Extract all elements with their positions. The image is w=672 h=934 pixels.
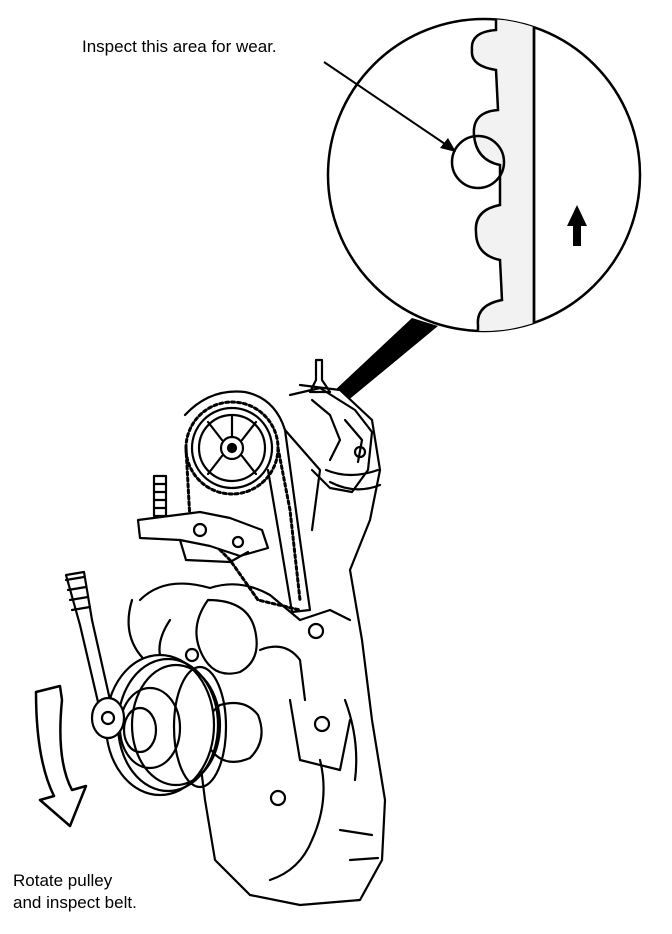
engine-illustration: [34, 358, 387, 907]
magnified-detail: [286, 17, 642, 440]
belt-tooth-profile: [470, 19, 536, 331]
arrow-up-icon: [567, 205, 587, 246]
wrench-tool: [64, 570, 126, 740]
timing-belt: [184, 446, 302, 612]
wear-area-circle: [450, 134, 506, 190]
rotate-callout-label: Rotate pulley and inspect belt.: [13, 870, 137, 914]
wear-leader-line: [323, 61, 449, 147]
curved-arrow-down-icon: [34, 684, 88, 828]
camshaft-pulley: [184, 400, 280, 496]
timing-belt-cover: [183, 390, 312, 614]
wear-callout-label: Inspect this area for wear.: [82, 37, 277, 56]
rotate-callout-line-2: and inspect belt.: [13, 893, 137, 912]
rotate-callout-line-1: Rotate pulley: [13, 871, 113, 890]
